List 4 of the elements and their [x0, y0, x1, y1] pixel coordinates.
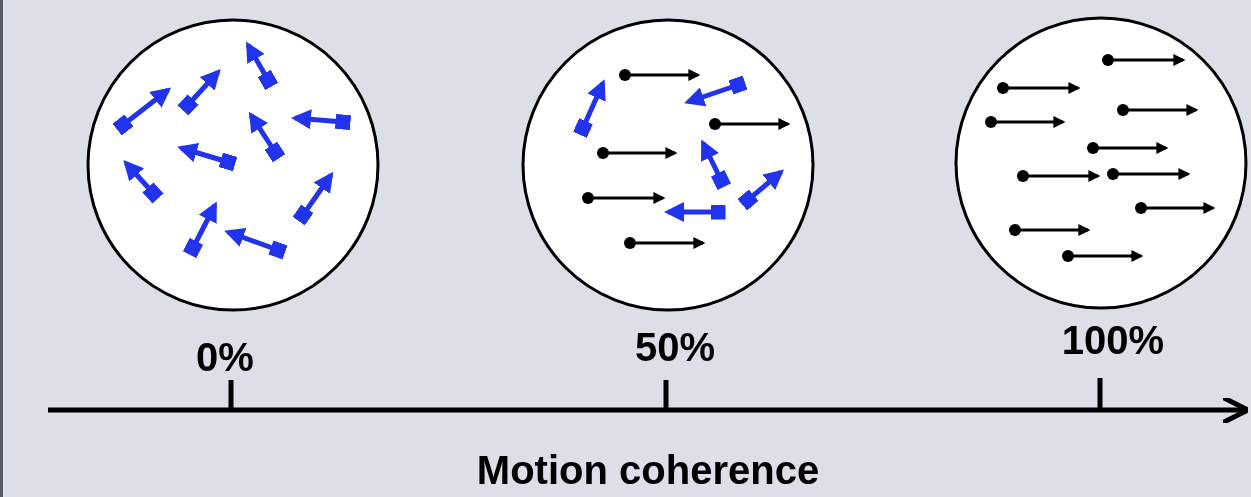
tick-label: 50%	[634, 325, 716, 370]
tick-label: 100%	[1061, 318, 1165, 363]
tick-label: 0%	[196, 335, 254, 380]
axis-title: Motion coherence	[476, 448, 820, 493]
